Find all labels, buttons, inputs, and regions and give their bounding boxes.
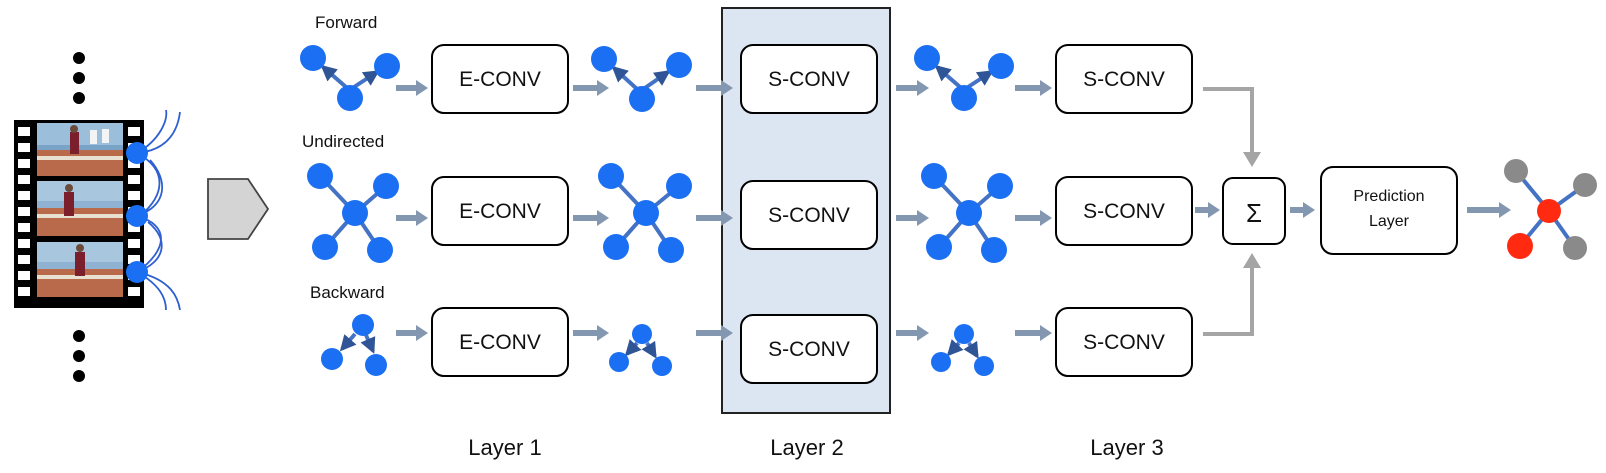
undirected-graph-icon (598, 163, 692, 263)
s-conv-block-layer3-undirected: S-CONV (1055, 176, 1193, 246)
video-frame (37, 242, 123, 297)
svg-text:Prediction: Prediction (1353, 188, 1424, 205)
svg-text:E-CONV: E-CONV (459, 200, 541, 223)
undirected-graph-icon (921, 163, 1013, 263)
svg-text:Layer: Layer (1369, 213, 1410, 230)
e-conv-block-forward: E-CONV (431, 44, 569, 114)
output-graph-icon (1504, 159, 1597, 260)
sum-connector-arrowhead (1243, 152, 1261, 167)
s-conv-block-layer2-undirected: S-CONV (740, 180, 878, 250)
film-strip (14, 120, 144, 308)
layer-label-1: Layer 1 (468, 435, 541, 460)
svg-text:S-CONV: S-CONV (1083, 200, 1165, 223)
video-input (14, 52, 181, 382)
sum-block: Σ (1222, 177, 1286, 245)
frame-node (126, 261, 148, 283)
s-conv-block-layer2-forward: S-CONV (740, 44, 878, 114)
svg-text:S-CONV: S-CONV (768, 68, 850, 91)
frame-node (126, 142, 148, 164)
input-pentagon-arrow (207, 178, 270, 240)
s-conv-block-layer2-backward: S-CONV (740, 314, 878, 384)
svg-text:E-CONV: E-CONV (459, 331, 541, 354)
sum-connectors (1203, 87, 1254, 336)
svg-text:S-CONV: S-CONV (768, 338, 850, 361)
row-label-undirected: Undirected (302, 132, 384, 151)
forward-graph-icon (914, 45, 1014, 111)
svg-text:E-CONV: E-CONV (459, 68, 541, 91)
layer-label-2: Layer 2 (770, 435, 843, 460)
frame-node (126, 205, 148, 227)
ellipsis-bottom-icon (73, 330, 85, 382)
forward-graph-icon (300, 45, 400, 111)
s-conv-block-layer3-backward: S-CONV (1055, 307, 1193, 377)
video-frame (37, 123, 123, 176)
ellipsis-top-icon (73, 52, 85, 104)
row-label-forward: Forward (315, 13, 377, 32)
s-conv-block-layer3-forward: S-CONV (1055, 44, 1193, 114)
svg-text:S-CONV: S-CONV (1083, 331, 1165, 354)
video-frame (37, 181, 123, 236)
layer-label-3: Layer 3 (1090, 435, 1163, 460)
backward-graph-icon (931, 324, 994, 376)
sum-connector-arrowhead (1243, 253, 1261, 268)
row-label-backward: Backward (310, 283, 385, 302)
e-conv-block-backward: E-CONV (431, 307, 569, 377)
flow-arrows (396, 80, 1511, 341)
svg-text:S-CONV: S-CONV (768, 204, 850, 227)
backward-graph-icon (609, 324, 672, 376)
forward-graph-icon (591, 46, 692, 112)
svg-text:S-CONV: S-CONV (1083, 68, 1165, 91)
prediction-layer-block: Prediction Layer (1320, 166, 1458, 255)
e-conv-block-undirected: E-CONV (431, 176, 569, 246)
undirected-graph-icon (307, 163, 399, 263)
backward-graph-icon (321, 314, 387, 376)
sigma-icon: Σ (1246, 198, 1262, 228)
